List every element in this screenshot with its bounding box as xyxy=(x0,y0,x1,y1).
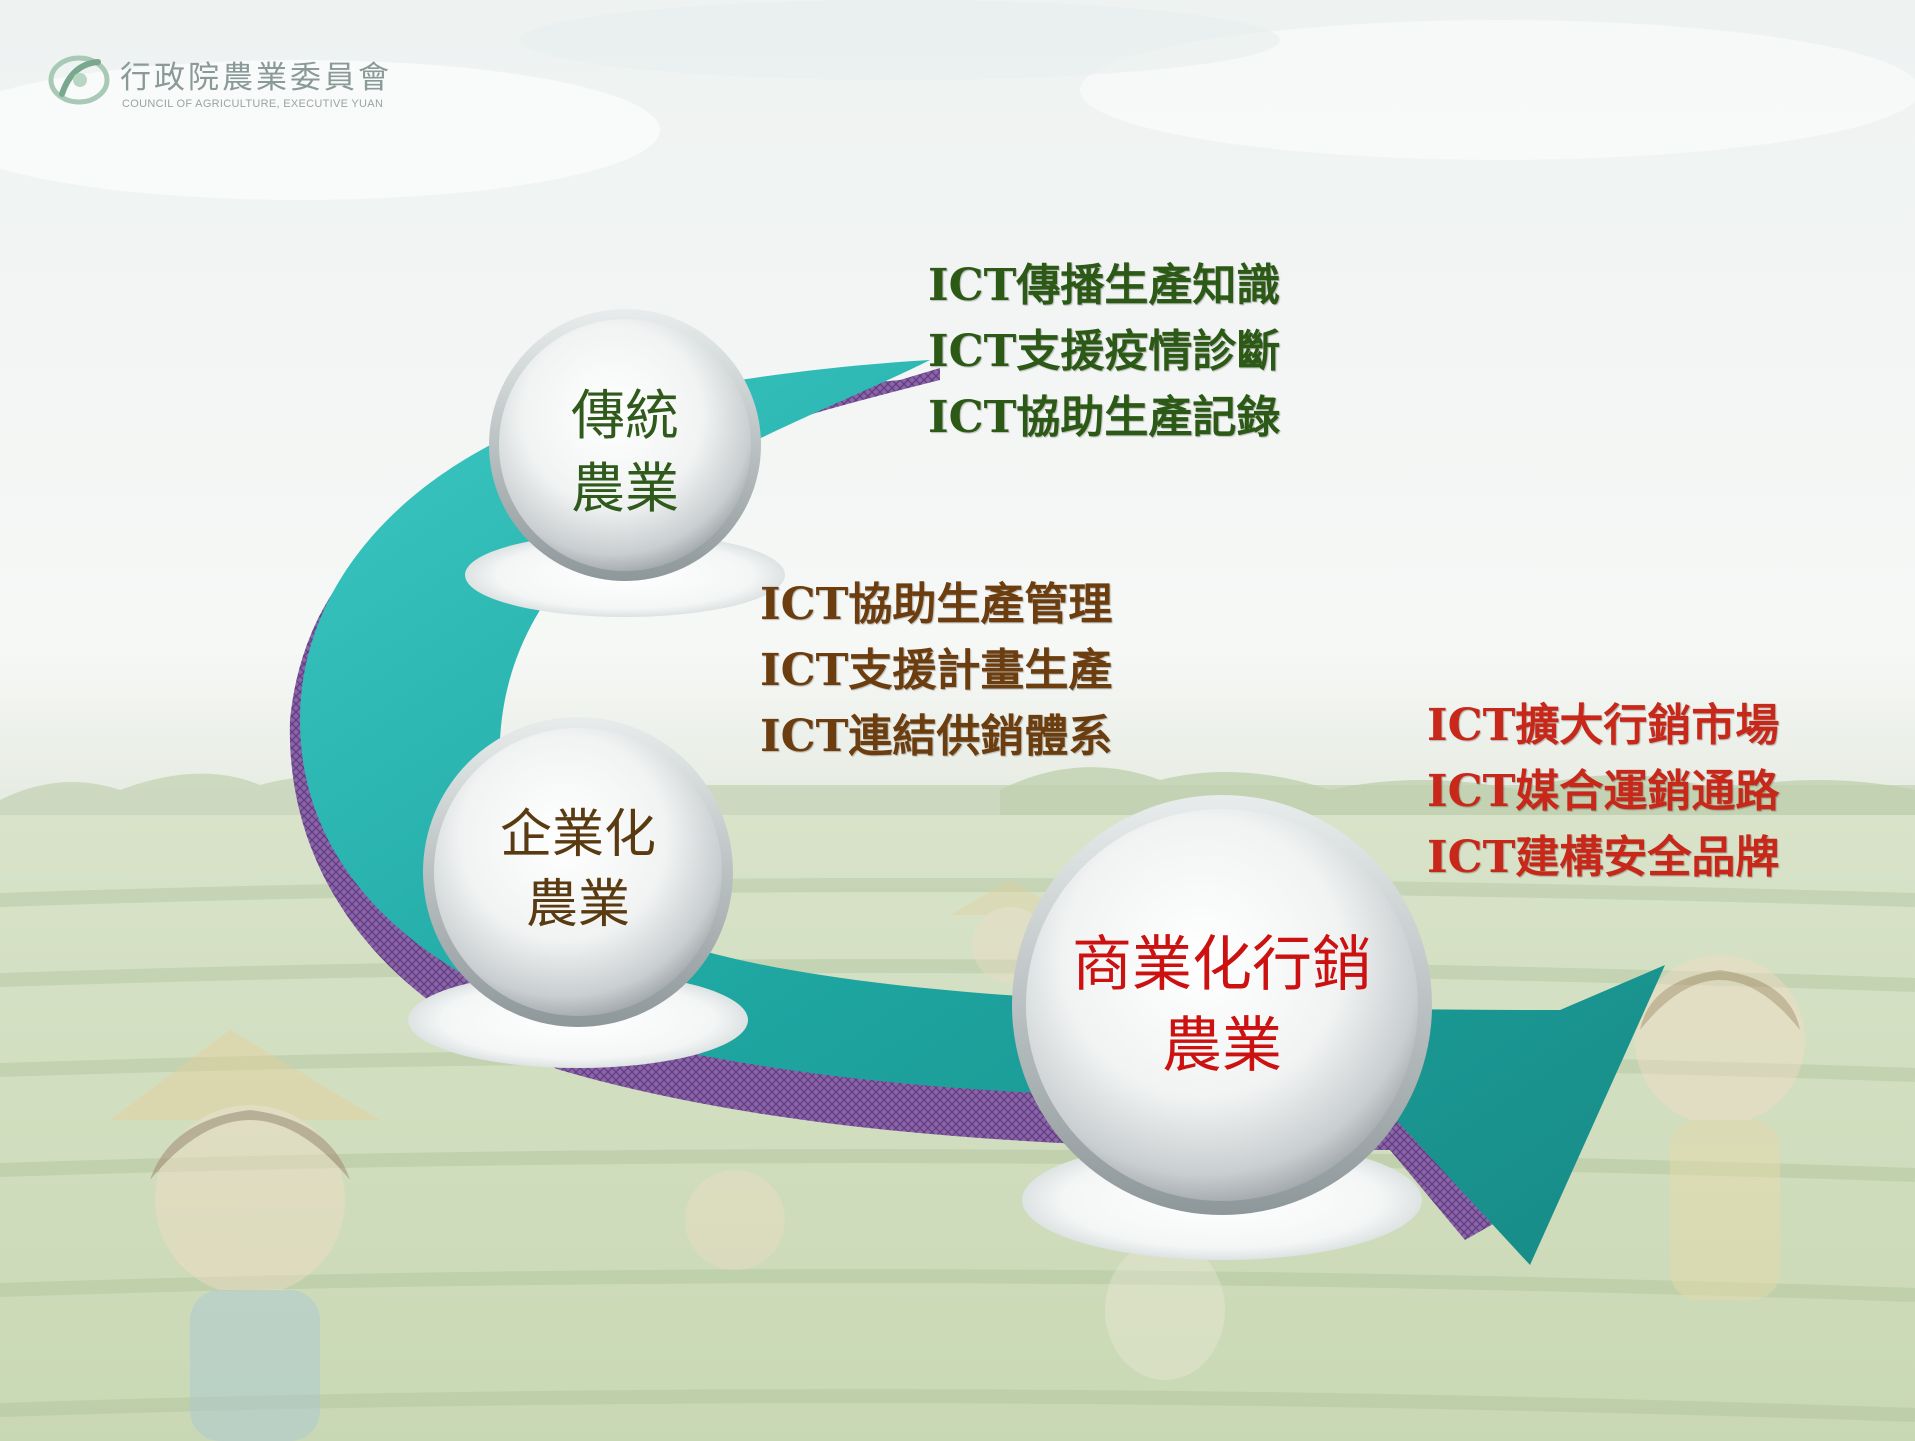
stage-enterprise-line2: 農業 xyxy=(525,875,630,936)
logo-name-en: COUNCIL OF AGRICULTURE, EXECUTIVE YUAN xyxy=(122,98,384,110)
commercial-ict-notes: ICT擴大行銷市場 ICT媒合運銷通路 ICT建構安全品牌 xyxy=(1427,693,1779,891)
stage-enterprise-node xyxy=(408,717,748,1068)
stage-commercial-label: 商業化行銷 農業 xyxy=(1012,925,1432,1087)
note-item: ICT協助生產管理 xyxy=(760,579,1113,630)
note-item: ICT建構安全品牌 xyxy=(1427,832,1780,883)
note-item: ICT協助生產記錄 xyxy=(928,392,1281,443)
note-item: ICT擴大行銷市場 xyxy=(1427,700,1780,751)
traditional-ict-notes: ICT傳播生產知識 ICT支援疫情診斷 ICT協助生產記錄 xyxy=(928,253,1280,451)
coa-logo: 行政院農業委員會 COUNCIL OF AGRICULTURE, EXECUTI… xyxy=(48,50,468,120)
stage-traditional-node xyxy=(465,309,785,617)
note-item: ICT媒合運銷通路 xyxy=(1427,766,1780,817)
stage-traditional-line1: 傳統 xyxy=(571,384,679,447)
stage-commercial-line1: 商業化行銷 xyxy=(1072,930,1372,1000)
stage-traditional-label: 傳統 農業 xyxy=(525,380,725,526)
stage-commercial-line2: 農業 xyxy=(1162,1011,1282,1081)
enterprise-ict-notes: ICT協助生產管理 ICT支援計畫生產 ICT連結供銷體系 xyxy=(760,572,1112,770)
stage-commercial-node xyxy=(1012,795,1432,1260)
coa-emblem-icon xyxy=(48,55,110,105)
note-item: ICT支援疫情診斷 xyxy=(928,326,1281,377)
stage-enterprise-line1: 企業化 xyxy=(499,805,656,865)
note-item: ICT傳播生產知識 xyxy=(928,260,1281,311)
stage-enterprise-label: 企業化 農業 xyxy=(448,800,708,940)
note-item: ICT連結供銷體系 xyxy=(760,711,1113,762)
note-item: ICT支援計畫生產 xyxy=(760,645,1113,696)
stage-traditional-line2: 農業 xyxy=(571,456,679,520)
logo-name-zh: 行政院農業委員會 xyxy=(120,60,392,96)
